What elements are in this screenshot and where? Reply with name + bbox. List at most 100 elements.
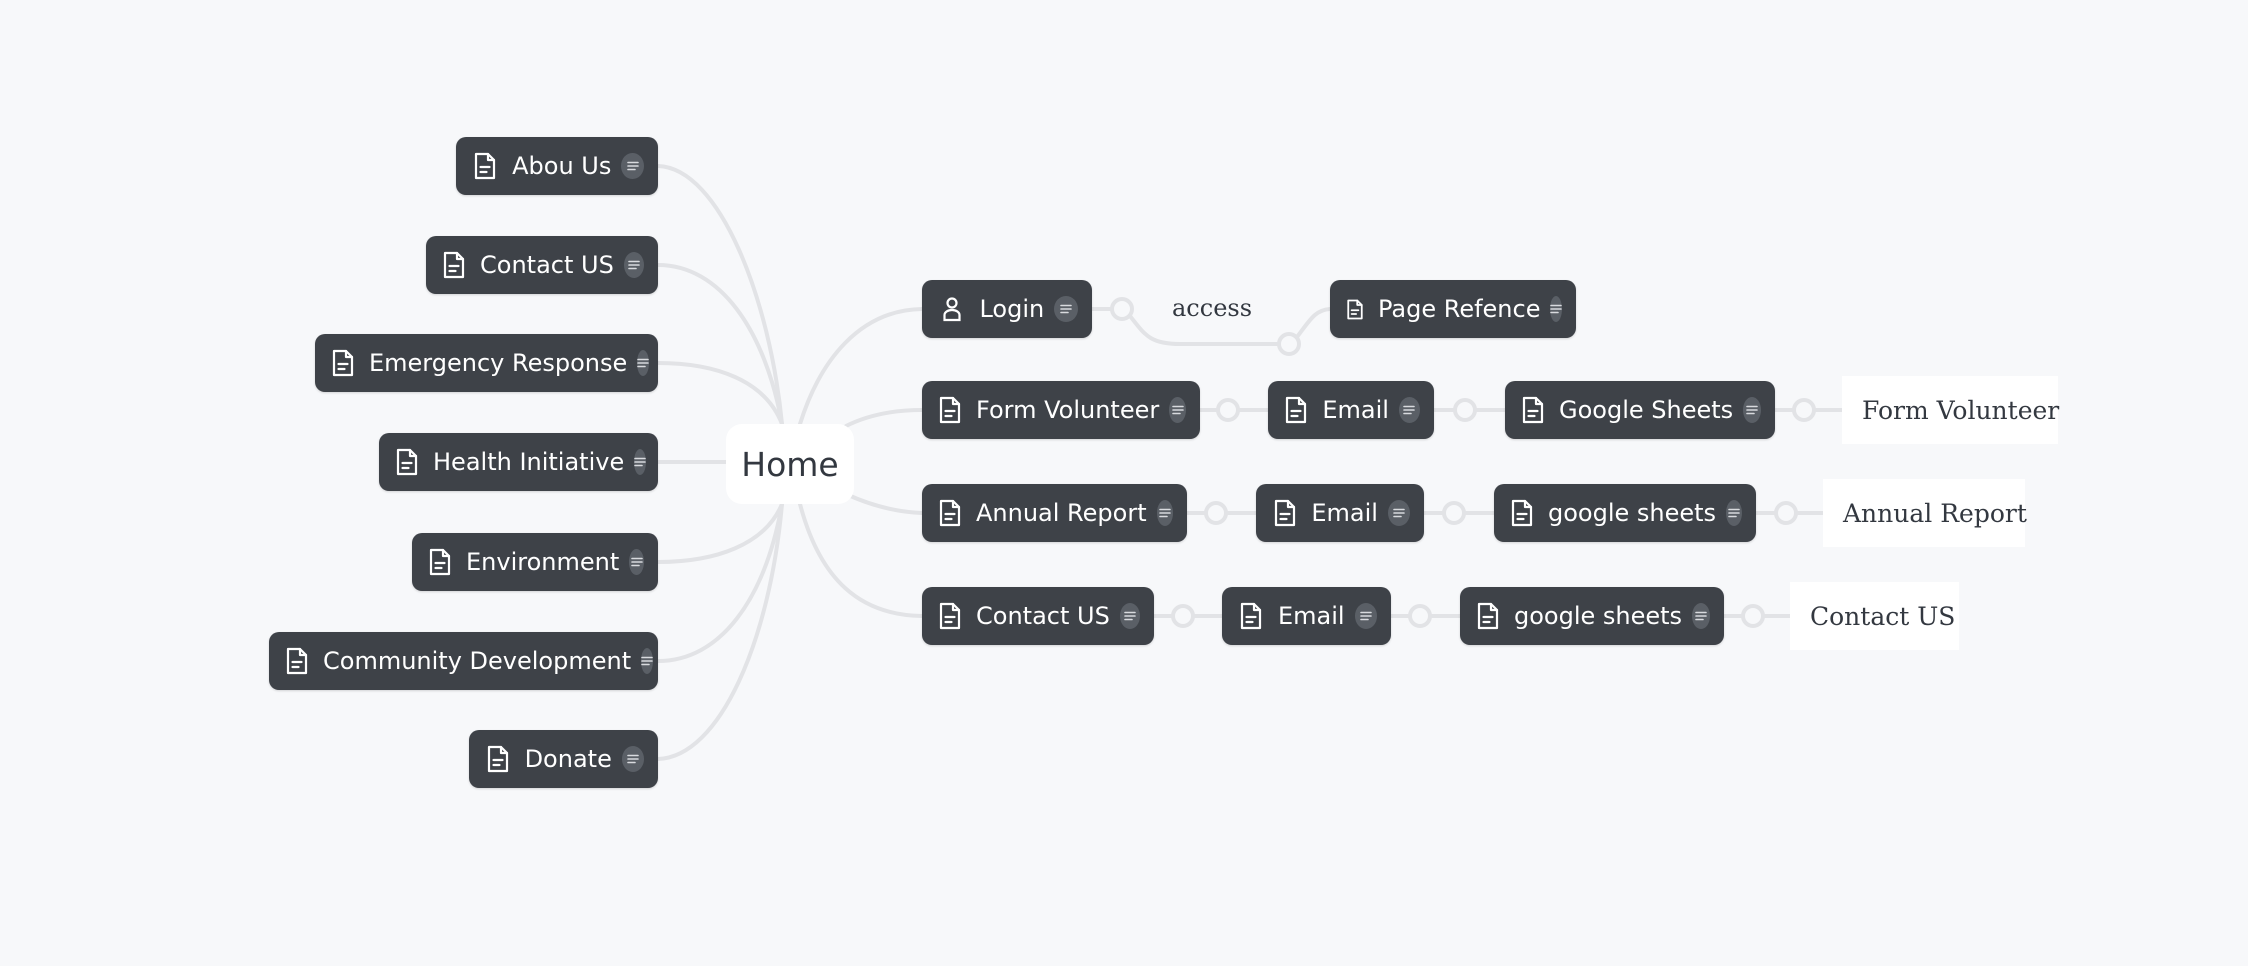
notes-icon[interactable] [1743,397,1761,423]
node-page-reference[interactable]: Page Refence [1330,280,1576,338]
connector-dot [1204,501,1228,525]
node-label: Email [1311,499,1378,527]
node-about-us[interactable]: Abou Us [456,137,658,195]
node-email[interactable]: Email [1222,587,1391,645]
text-node-label: Form Volunteer [1862,395,2060,425]
text-node-annual-report[interactable]: Annual Report [1823,479,2027,547]
connector-dot [1171,604,1195,628]
node-label: Google Sheets [1559,396,1734,424]
notes-icon[interactable] [1550,296,1563,322]
notes-icon[interactable] [1354,603,1377,629]
notes-icon[interactable] [1726,500,1742,526]
notes-icon[interactable] [1398,397,1420,423]
notes-icon[interactable] [629,549,644,575]
document-icon [1238,601,1264,631]
node-label: Abou Us [512,152,612,180]
document-icon [1476,601,1500,631]
notes-icon[interactable] [623,252,644,278]
person-icon [938,294,965,324]
node-contact-us[interactable]: Contact US [426,236,658,294]
connector-dot [1277,332,1301,356]
notes-icon[interactable] [621,153,644,179]
node-label: Email [1277,602,1345,630]
connector-home-community [656,502,784,663]
node-label: Contact US [480,251,614,279]
notes-icon[interactable] [1119,603,1140,629]
node-donate[interactable]: Donate [469,730,658,788]
small-document-icon [1346,294,1364,324]
connector-home-annual-report [844,492,924,515]
root-node-home[interactable]: Home [726,424,854,504]
connector-dot [1453,398,1477,422]
connector-home-environment [656,502,784,564]
notes-icon[interactable] [1692,603,1710,629]
connector-home-about [656,164,784,426]
document-icon [938,601,962,631]
connector-dot [1792,398,1816,422]
connector-home-contact-right [798,502,924,618]
node-label: Contact US [976,602,1110,630]
connector-home-form-volunteer [844,408,924,428]
document-icon [1521,395,1545,425]
document-icon [442,250,466,280]
node-label: Health Initiative [433,448,625,476]
notes-icon[interactable] [1387,500,1410,526]
node-environment[interactable]: Environment [412,533,658,591]
connector-home-emergency [656,361,784,426]
text-node-label: Annual Report [1843,498,2027,528]
document-icon [1272,498,1297,528]
node-health-initiative[interactable]: Health Initiative [379,433,658,491]
document-icon [285,646,309,676]
connector-dot [1110,297,1134,321]
notes-icon[interactable] [637,350,650,376]
connector-home-contact [656,263,784,426]
document-icon [331,348,355,378]
connector-dot [1408,604,1432,628]
notes-icon[interactable] [1054,296,1078,322]
notes-icon[interactable] [634,449,647,475]
notes-icon[interactable] [1156,500,1173,526]
root-label: Home [741,444,839,484]
connector-dot [1216,398,1240,422]
node-email[interactable]: Email [1256,484,1424,542]
node-emergency-response[interactable]: Emergency Response [315,334,658,392]
node-community-development[interactable]: Community Development [269,632,658,690]
node-label: google sheets [1514,602,1683,630]
notes-icon[interactable] [641,648,654,674]
connector-dot [1741,604,1765,628]
edge-label-access: access [1172,294,1253,322]
document-icon [395,447,419,477]
document-icon [485,744,511,774]
node-label: Page Refence [1378,295,1541,323]
node-form-volunteer[interactable]: Form Volunteer [922,381,1200,439]
node-label: Annual Report [976,499,1147,527]
document-icon [938,395,962,425]
node-contact-us-right[interactable]: Contact US [922,587,1154,645]
connector-to-page-ref [1295,307,1332,339]
node-google-sheets[interactable]: google sheets [1460,587,1724,645]
node-label: Donate [524,745,612,773]
node-email[interactable]: Email [1268,381,1434,439]
text-node-contact-us[interactable]: Contact US [1790,582,1959,650]
text-node-label: Contact US [1810,601,1956,631]
connector-home-donate [656,502,784,761]
document-icon [472,151,498,181]
connector-home-login [798,307,924,426]
connector-dot [1774,501,1798,525]
connector-dot [1442,501,1466,525]
node-label: Community Development [323,647,632,675]
document-icon [1510,498,1534,528]
node-login[interactable]: Login [922,280,1092,338]
document-icon [1284,395,1308,425]
node-google-sheets[interactable]: Google Sheets [1505,381,1775,439]
text-node-form-volunteer[interactable]: Form Volunteer [1842,376,2060,444]
notes-icon[interactable] [1169,397,1186,423]
notes-icon[interactable] [621,746,644,772]
node-label: Form Volunteer [976,396,1160,424]
node-annual-report[interactable]: Annual Report [922,484,1187,542]
node-google-sheets[interactable]: google sheets [1494,484,1756,542]
node-label: google sheets [1548,499,1717,527]
node-label: Email [1322,396,1389,424]
node-label: Environment [466,548,620,576]
